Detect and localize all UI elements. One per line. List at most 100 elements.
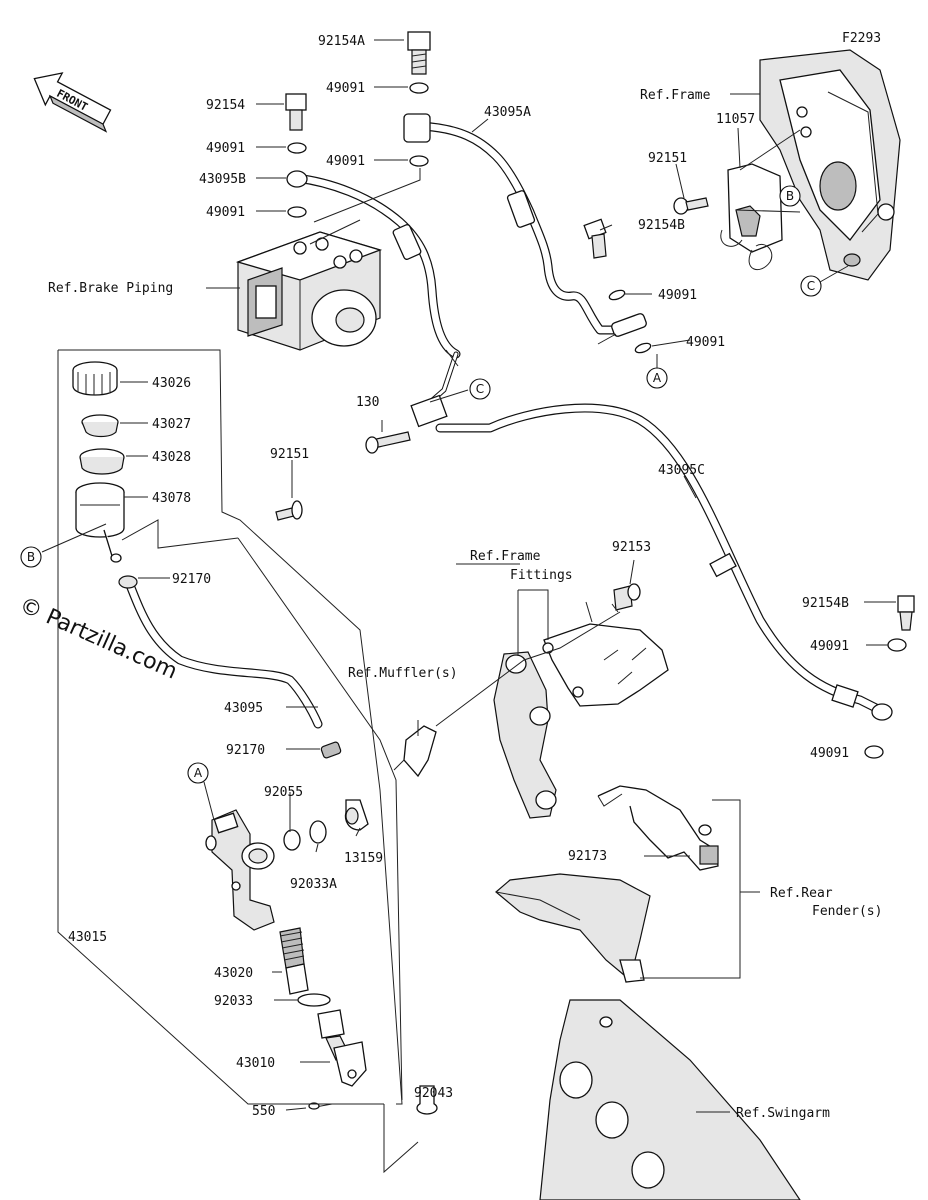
label-49091-mid2: 49091 <box>686 335 725 350</box>
svg-text:B: B <box>786 189 794 203</box>
spring-43020 <box>279 927 309 995</box>
label-43026: 43026 <box>152 376 191 391</box>
swingarm-reference <box>539 999 801 1200</box>
label-43095a: 43095A <box>484 105 531 120</box>
label-92151-top: 92151 <box>648 151 687 166</box>
brake-pipe-43095c <box>410 351 893 721</box>
svg-text:A: A <box>194 766 203 780</box>
bolt-92151-left <box>275 500 303 521</box>
label-92151-left: 92151 <box>270 447 309 462</box>
label-49091-b: 49091 <box>326 154 365 169</box>
brake-hose-43095b <box>286 170 461 359</box>
label-92153: 92153 <box>612 540 651 555</box>
rear-fender-bracket-92173 <box>597 785 719 871</box>
hose-joint-13159 <box>344 799 369 831</box>
washer-49091-mid1 <box>608 289 626 301</box>
assembly-bracket-lines <box>57 349 419 1174</box>
label-550: 550 <box>252 1104 275 1119</box>
label-92154b-right: 92154B <box>802 596 849 611</box>
bolt-130 <box>365 431 411 454</box>
label-ref-frame-fittings-1: Ref.Frame <box>470 549 541 564</box>
washer-49091-c <box>287 206 307 218</box>
label-43095b: 43095B <box>199 172 246 187</box>
bolt-92153 <box>611 583 641 613</box>
leader-lines <box>41 39 896 1113</box>
hose-clamp-92170-a <box>118 575 138 589</box>
callout-a-upper: A <box>646 367 668 389</box>
washer-49091-r2 <box>864 745 884 759</box>
banjo-bolt-92154b-right <box>897 595 915 631</box>
callout-b-reservoir: B <box>20 546 42 568</box>
master-cylinder-43015 <box>205 809 275 931</box>
hose-clamp-92170-b <box>320 741 342 759</box>
frame-fittings-bracket <box>542 623 669 707</box>
reservoir-43078 <box>75 482 125 563</box>
figure-code: F2293 <box>842 31 881 46</box>
label-43095c: 43095C <box>658 463 705 478</box>
bracket-11057 <box>720 163 783 271</box>
washer-49091-b <box>409 155 429 167</box>
label-130: 130 <box>356 395 379 410</box>
bolt-92151-top <box>673 197 709 215</box>
part-labels: 92154A 49091 43095A 92154 49091 49091 43… <box>68 34 849 1119</box>
label-43095: 43095 <box>224 701 263 716</box>
label-92033: 92033 <box>214 994 253 1009</box>
label-ref-frame-fittings-2: Fittings <box>510 568 573 583</box>
o-ring-92055 <box>283 829 301 851</box>
circlip-92033a <box>309 820 327 844</box>
label-92173: 92173 <box>568 849 607 864</box>
reference-labels: Ref.Frame Ref.Brake Piping Ref.Frame Fit… <box>48 88 882 1121</box>
svg-text:C: C <box>476 382 484 396</box>
label-ref-mufflers: Ref.Muffler(s) <box>348 666 458 681</box>
label-ref-brake-piping: Ref.Brake Piping <box>48 281 173 296</box>
label-ref-rear-fender-2: Fender(s) <box>812 904 882 919</box>
label-43027: 43027 <box>152 417 191 432</box>
frame-reference <box>759 49 901 281</box>
circlip-92033 <box>297 993 331 1007</box>
footrest-bracket-assy <box>493 651 557 819</box>
callout-c-pipe: C <box>469 378 491 400</box>
banjo-bolt-92154b-mid <box>583 218 607 259</box>
banjo-bolt-92154 <box>285 93 307 131</box>
label-92043: 92043 <box>414 1086 453 1101</box>
svg-text:A: A <box>653 371 662 385</box>
label-92154b-mid: 92154B <box>638 218 685 233</box>
abs-hydraulic-unit <box>235 231 383 351</box>
label-13159: 13159 <box>344 851 383 866</box>
label-92170-b: 92170 <box>226 743 265 758</box>
label-43078: 43078 <box>152 491 191 506</box>
svg-text:C: C <box>807 279 815 293</box>
label-92033a: 92033A <box>290 877 337 892</box>
label-ref-frame: Ref.Frame <box>640 88 711 103</box>
callout-b-frame: B <box>779 185 801 207</box>
diaphragm-plate-43027 <box>81 414 119 438</box>
brake-hose-43095a <box>403 113 647 337</box>
reservoir-cap-43026 <box>72 361 118 396</box>
washer-49091-top <box>409 82 429 94</box>
callout-a-lower: A <box>187 762 209 784</box>
callout-c-frame: C <box>800 275 822 297</box>
label-49091-a: 49091 <box>206 141 245 156</box>
label-92170-a: 92170 <box>172 572 211 587</box>
label-49091-r1: 49091 <box>810 639 849 654</box>
bolt-rear-fender <box>698 824 712 836</box>
label-43010: 43010 <box>236 1056 275 1071</box>
label-11057: 11057 <box>716 112 755 127</box>
label-49091-mid1: 49091 <box>658 288 697 303</box>
banjo-bolt-92154a <box>407 31 431 75</box>
label-49091-r2: 49091 <box>810 746 849 761</box>
diaphragm-43028 <box>79 448 125 475</box>
label-ref-swingarm: Ref.Swingarm <box>736 1106 830 1121</box>
label-43028: 43028 <box>152 450 191 465</box>
label-92154a: 92154A <box>318 34 365 49</box>
push-rod-43010 <box>317 1009 367 1087</box>
label-92055: 92055 <box>264 785 303 800</box>
label-92154: 92154 <box>206 98 245 113</box>
washer-49091-r1 <box>887 638 907 652</box>
washer-49091-a <box>287 142 307 154</box>
label-43015: 43015 <box>68 930 107 945</box>
label-49091-c: 49091 <box>206 205 245 220</box>
rear-fender-reference <box>495 873 651 983</box>
label-43020: 43020 <box>214 966 253 981</box>
